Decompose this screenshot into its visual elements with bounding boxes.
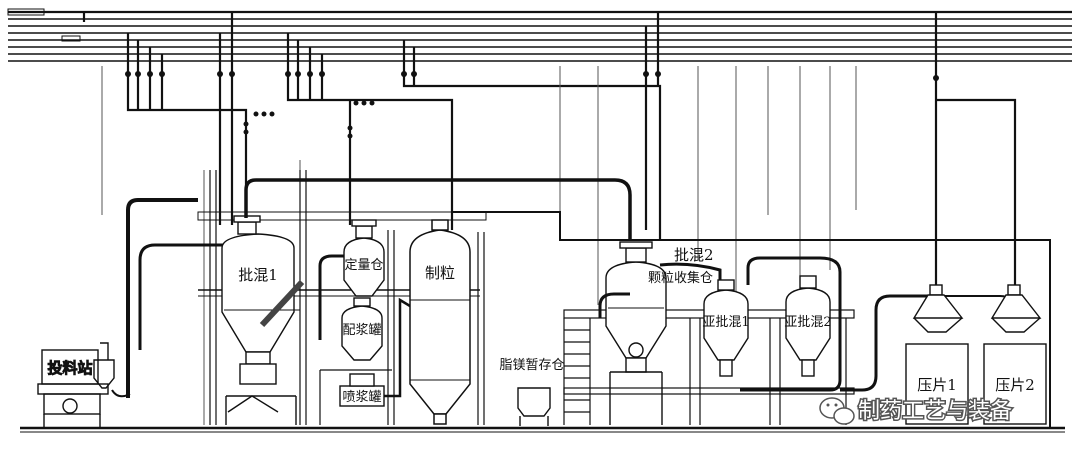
spray-tank: 喷浆罐 <box>319 369 392 425</box>
feeding-station-label: 投料站 <box>47 359 92 377</box>
dosing-bin-label: 定量仓 <box>344 258 383 273</box>
sub-batch-mix-1-label: 亚批混1 <box>702 315 749 330</box>
dosing-bin: 定量仓 <box>343 219 385 297</box>
mg-stearate-bin-label: 脂镁暂存仓 <box>499 358 564 373</box>
return-line-left <box>138 243 230 350</box>
wechat-icon <box>819 397 855 425</box>
sub-mix-feed-line-1 <box>659 262 722 286</box>
dosing-feed-line <box>318 254 344 340</box>
tablet-press-1: 压片1 <box>905 284 969 425</box>
granulator-label: 制粒 <box>425 264 455 282</box>
mg-stearate-bin: 脂镁暂存仓 <box>499 358 565 426</box>
tablet-press-2-label: 压片2 <box>995 376 1035 394</box>
valve-markers <box>125 71 939 139</box>
batch-mixer-1: 批混1 <box>221 215 305 425</box>
sub-batch-mixer-2: 亚批混2 <box>784 275 832 377</box>
stair-steps <box>564 329 590 413</box>
header-manifold-lines <box>7 8 1072 62</box>
watermark: 制药工艺与装备 <box>819 397 1014 426</box>
granulator: 制粒 <box>409 219 471 425</box>
feeding-station: 投料站 <box>37 342 131 428</box>
watermark-text: 制药工艺与装备 <box>858 399 1012 424</box>
granule-collection-bin-label: 颗粒收集仓 <box>648 270 713 286</box>
tablet-press-2: 压片2 <box>983 284 1047 425</box>
collection-line <box>598 292 630 318</box>
slurry-tank-label: 配浆罐 <box>342 323 381 338</box>
granule-transfer-line <box>244 178 632 240</box>
batch-mixer-2: 批混2 <box>605 241 714 425</box>
batch-mix-1-label: 批混1 <box>238 266 278 284</box>
granulator-top-line <box>451 211 1051 428</box>
batch-mix-2-label: 批混2 <box>674 246 714 264</box>
sub-mix-feed-line-2 <box>740 256 842 392</box>
floor <box>20 426 1065 433</box>
slurry-tank: 配浆罐 <box>341 297 383 361</box>
press-feed-line <box>840 294 936 392</box>
sub-batch-mix-2-label: 亚批混2 <box>784 315 831 330</box>
supply-drop-lines <box>82 12 1017 285</box>
sub-batch-mixer-1: 亚批混1 <box>702 279 750 377</box>
feed-transfer-line <box>126 198 198 398</box>
tablet-press-1-label: 压片1 <box>917 376 957 394</box>
spray-tank-label: 喷浆罐 <box>342 390 381 405</box>
platform-left <box>197 170 487 425</box>
